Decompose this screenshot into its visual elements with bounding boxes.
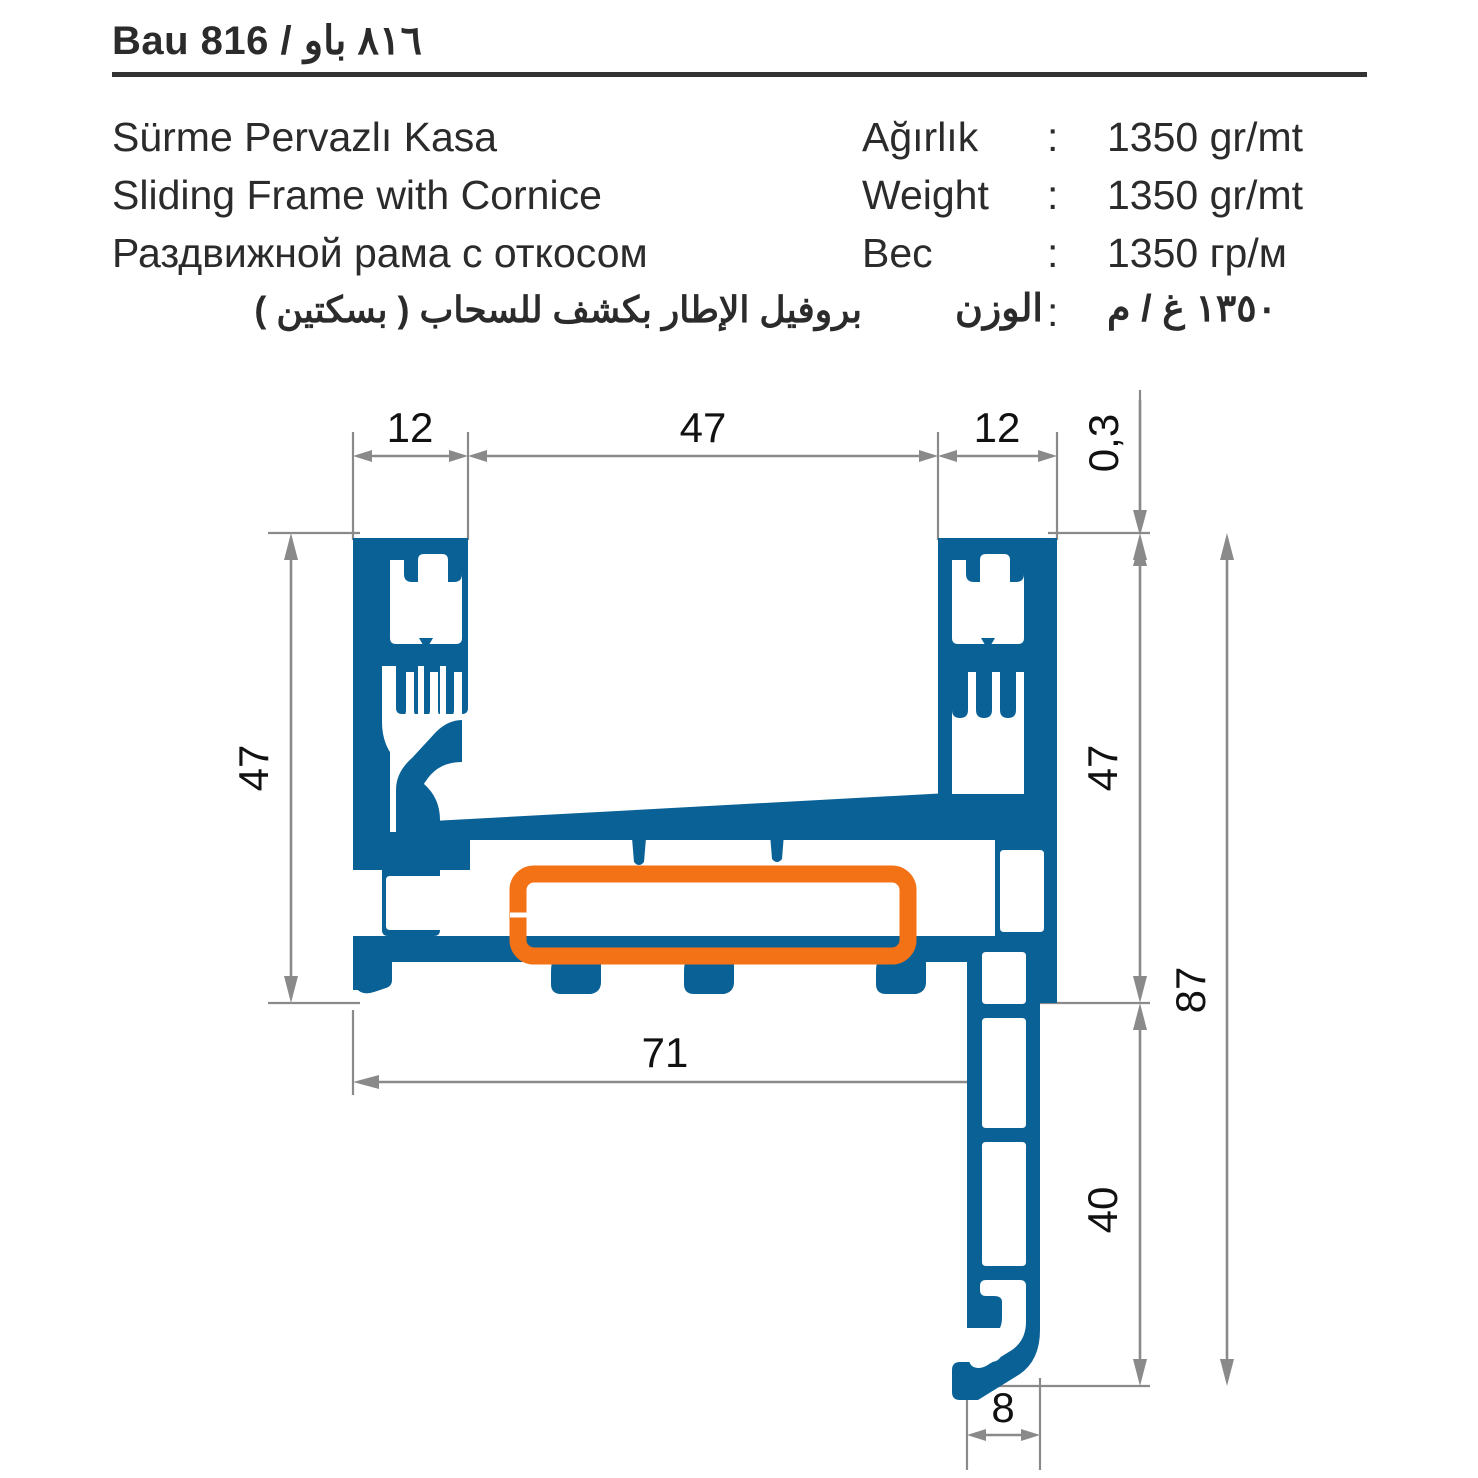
bottom-hook-4 (876, 962, 926, 994)
dimension-top-right-flange (938, 450, 1057, 462)
bottom-hook-2 (551, 962, 601, 994)
info-row-ar: بروفيل الإطار بكشف للسحاب ( بسكتين ) الو… (112, 283, 1374, 341)
dimension-top-middle-span (468, 450, 938, 462)
description-english: Sliding Frame with Cornice (112, 172, 602, 219)
left-lower-cavity-void (390, 722, 462, 832)
dimension-left-height (268, 531, 360, 1005)
weight-colon-arabic: : (1047, 288, 1059, 335)
dimension-text-layer: 12 47 12 0,3 47 47 40 87 71 8 (230, 404, 1214, 1431)
weight-label-arabic: الوزن (954, 287, 1043, 330)
dimension-overall-width (351, 1010, 1040, 1095)
info-row-ru: Раздвижной рама с откосом Bec : 1350 гр/… (112, 224, 1374, 282)
left-screw-port-notch (419, 638, 433, 650)
dim-text-overall-height: 87 (1167, 967, 1214, 1014)
bottom-hook-1 (353, 962, 392, 994)
profile-curved-web (396, 720, 462, 836)
slab-drip-fin-2 (770, 834, 784, 862)
header-divider (112, 72, 1367, 77)
gasket-seal (509, 865, 917, 965)
aluminium-profile (353, 538, 1057, 1400)
leg-chamber-void-3 (982, 1142, 1026, 1266)
info-block: Sürme Pervazlı Kasa Ağırlık : 1350 gr/mt… (112, 108, 1374, 341)
bottom-hook-3 (684, 962, 734, 994)
weight-label-turkish: Ağırlık (862, 114, 979, 160)
description-arabic: بروفيل الإطار بكشف للسحاب ( بسكتين ) (254, 288, 862, 330)
weight-value-turkish: 1350 gr/mt (1107, 114, 1303, 160)
right-screw-port-void (952, 554, 1024, 644)
technical-drawing: 12 47 12 0,3 47 47 40 87 71 8 (0, 370, 1478, 1478)
dim-text-foot-thickness: 8 (991, 1384, 1014, 1431)
header: Bau 816 / ٨١٦ باو (112, 18, 1370, 77)
dim-text-right-upper: 47 (1079, 745, 1126, 792)
description-russian: Раздвижной рама с откосом (112, 230, 648, 277)
weight-colon-turkish: : (1047, 114, 1059, 160)
right-lower-box-void (1000, 850, 1044, 932)
page-title: Bau 816 / ٨١٦ باو (112, 19, 422, 63)
dim-text-right-lower: 40 (1079, 1187, 1126, 1234)
info-row-en: Sliding Frame with Cornice Weight : 1350… (112, 166, 1374, 224)
dim-text-left-height: 47 (230, 745, 277, 792)
weight-value-arabic: ١٣٥٠ غ / م (1107, 287, 1278, 330)
leg-foot-void (969, 1280, 1026, 1368)
left-bottom-box-void (386, 876, 464, 930)
weight-colon-russian: : (1047, 230, 1059, 277)
leg-chamber-void-2 (982, 1018, 1026, 1128)
dim-text-top-right-flange: 12 (974, 404, 1021, 451)
dimension-top-left-flange (353, 450, 468, 462)
dim-text-overall-width: 71 (642, 1029, 689, 1076)
left-fin-chamber-void (390, 670, 462, 832)
weight-label-english: Weight (862, 172, 989, 219)
weight-value-english: 1350 gr/mt (1107, 172, 1303, 219)
dimension-overall-height (1220, 533, 1234, 1386)
weight-value-russian: 1350 гр/м (1107, 230, 1287, 277)
dim-text-top-middle-span: 47 (680, 404, 727, 451)
weight-label-russian: Bec (862, 230, 933, 277)
weight-colon-english: : (1047, 172, 1059, 219)
dim-text-top-left-flange: 12 (387, 404, 434, 451)
dim-text-top-cornice-gap: 0,3 (1080, 414, 1127, 472)
profile-horizontal-slab (414, 788, 1040, 870)
slab-drip-fin-1 (632, 838, 646, 865)
info-row-tr: Sürme Pervazlı Kasa Ağırlık : 1350 gr/mt (112, 108, 1374, 166)
right-screw-port-notch (981, 638, 995, 650)
left-screw-port-void (390, 554, 462, 644)
leg-chamber-void-1 (982, 952, 1026, 1004)
dimension-layer (268, 390, 1234, 1470)
description-turkish: Sürme Pervazlı Kasa (112, 114, 498, 160)
right-upper-cavity-void (952, 722, 1024, 794)
